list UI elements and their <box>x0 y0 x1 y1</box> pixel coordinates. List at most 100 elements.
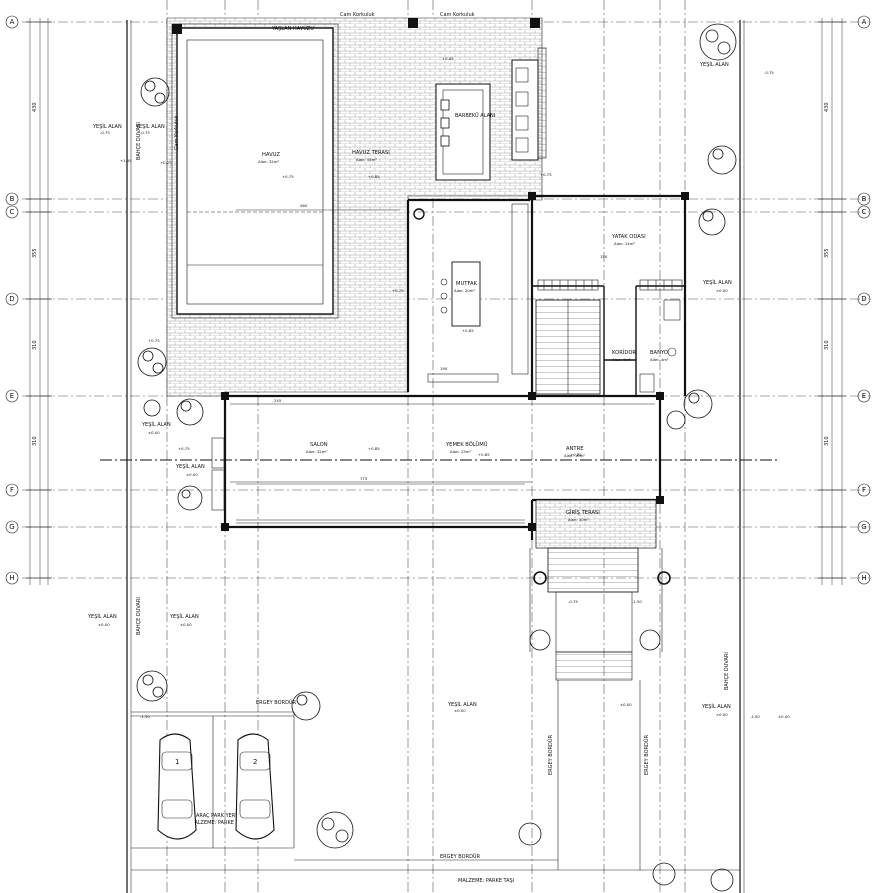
svg-text:BAHÇE DUVARI: BAHÇE DUVARI <box>136 122 142 160</box>
svg-text:+0.85: +0.85 <box>368 446 380 451</box>
svg-text:560: 560 <box>300 203 308 208</box>
svg-text:MUTFAK: MUTFAK <box>456 281 477 287</box>
svg-text:-0.75: -0.75 <box>568 599 578 604</box>
svg-text:YEŞİL ALAN: YEŞİL ALAN <box>699 61 729 68</box>
svg-text:+0.85: +0.85 <box>478 452 490 457</box>
svg-text:ERGEY BORDÜR: ERGEY BORDÜR <box>440 853 481 860</box>
pool <box>176 27 334 315</box>
svg-text:HAVUZ: HAVUZ <box>262 152 280 158</box>
svg-text:B: B <box>862 195 867 203</box>
svg-text:±0.00: ±0.00 <box>148 430 160 435</box>
svg-text:Cam Korkuluk: Cam Korkuluk <box>340 12 375 18</box>
svg-text:ARAÇ PARK YERİ: ARAÇ PARK YERİ <box>196 812 237 819</box>
svg-text:Alan: 14m²: Alan: 14m² <box>614 241 635 246</box>
svg-text:Alan: 20m²: Alan: 20m² <box>454 288 475 293</box>
svg-text:190: 190 <box>440 366 448 371</box>
kitchen-furniture <box>427 203 529 383</box>
svg-text:1: 1 <box>175 758 179 766</box>
svg-text:Alan: 32m²: Alan: 32m² <box>306 449 327 454</box>
svg-text:+0.25: +0.25 <box>160 160 172 165</box>
svg-text:Cam Korkuluk: Cam Korkuluk <box>174 115 180 150</box>
svg-text:ANTRE: ANTRE <box>566 446 583 452</box>
svg-text:±0.00: ±0.00 <box>716 288 728 293</box>
svg-text:±0.00: ±0.00 <box>98 622 110 627</box>
svg-text:Alan: 10m²: Alan: 10m² <box>568 517 589 522</box>
svg-text:Alan: 10m²: Alan: 10m² <box>564 453 585 458</box>
svg-text:D: D <box>861 295 866 303</box>
svg-text:BARBEKÜ ALANI: BARBEKÜ ALANI <box>455 112 495 119</box>
svg-text:YEŞİL ALAN: YEŞİL ALAN <box>702 279 732 286</box>
svg-text:YEŞİL ALAN: YEŞİL ALAN <box>447 701 477 708</box>
svg-text:YEMEK BÖLÜMÜ: YEMEK BÖLÜMÜ <box>445 441 488 448</box>
svg-text:KORİDOR: KORİDOR <box>612 349 636 356</box>
svg-text:BAHÇE DUVARI: BAHÇE DUVARI <box>136 597 142 635</box>
svg-text:GİRİŞ TERASI: GİRİŞ TERASI <box>566 509 600 516</box>
svg-text:-0.75: -0.75 <box>100 130 110 135</box>
svg-text:430: 430 <box>824 102 830 112</box>
svg-text:YEŞİL ALAN: YEŞİL ALAN <box>92 123 122 130</box>
svg-text:Alan: 55m²: Alan: 55m² <box>356 157 377 162</box>
svg-text:310: 310 <box>824 436 830 446</box>
svg-text:Alan: 4m²: Alan: 4m² <box>650 357 669 362</box>
svg-text:YEŞİL ALAN: YEŞİL ALAN <box>141 421 171 428</box>
car-2: 2 <box>235 733 275 840</box>
svg-text:245: 245 <box>274 398 282 403</box>
svg-text:A: A <box>10 18 15 26</box>
interior-stairs <box>535 279 683 395</box>
svg-text:355: 355 <box>32 248 38 258</box>
bathroom-fixtures <box>211 299 681 511</box>
svg-text:775: 775 <box>360 476 368 481</box>
svg-text:ERGEY BORDÜR: ERGEY BORDÜR <box>256 699 297 706</box>
svg-text:YEŞİL ALAN: YEŞİL ALAN <box>87 613 117 620</box>
svg-text:H: H <box>9 574 14 582</box>
svg-text:BAHÇE DUVARI: BAHÇE DUVARI <box>724 652 730 690</box>
site-boundary: BAHÇE DUVARI BAHÇE DUVARI BAHÇE DUVARI <box>126 20 745 893</box>
svg-text:YEŞİL ALAN: YEŞİL ALAN <box>135 123 165 130</box>
svg-text:+0.85: +0.85 <box>368 174 380 179</box>
svg-text:Alan: 4m²: Alan: 4m² <box>612 357 631 362</box>
svg-text:-1.50: -1.50 <box>632 599 642 604</box>
svg-text:Alan: 32m²: Alan: 32m² <box>258 159 279 164</box>
svg-text:-0.75: -0.75 <box>764 70 774 75</box>
svg-text:A: A <box>862 18 867 26</box>
svg-text:+0.75: +0.75 <box>178 446 190 451</box>
svg-text:-1.50: -1.50 <box>750 714 760 719</box>
svg-text:+1.95: +1.95 <box>120 158 132 163</box>
svg-text:B: B <box>10 195 15 203</box>
svg-text:430: 430 <box>32 102 38 112</box>
house-walls <box>221 192 689 540</box>
svg-text:G: G <box>861 523 866 531</box>
svg-text:MALZEME: PARKE TAŞI: MALZEME: PARKE TAŞI <box>458 878 514 884</box>
svg-text:+0.45: +0.45 <box>442 56 454 61</box>
svg-text:355: 355 <box>824 248 830 258</box>
parking-area: ERGEY BORDÜR ERGEY BORDÜR ERGEY BORDÜR E… <box>131 680 740 884</box>
green-area-labels: YEŞİL ALAN YEŞİL ALAN YEŞİL ALAN YEŞİL A… <box>87 61 732 710</box>
svg-text:310: 310 <box>32 340 38 350</box>
svg-text:C: C <box>10 208 15 216</box>
svg-text:MALZEME: PARKE TAŞI: MALZEME: PARKE TAŞI <box>190 820 246 826</box>
svg-text:310: 310 <box>32 436 38 446</box>
svg-text:2: 2 <box>253 758 257 766</box>
svg-text:E: E <box>862 392 866 400</box>
landscape-trees <box>136 23 737 892</box>
entrance-stairs <box>529 499 671 681</box>
svg-text:H: H <box>861 574 866 582</box>
svg-text:150: 150 <box>600 254 608 259</box>
svg-text:YATAK ODASI: YATAK ODASI <box>611 234 646 240</box>
svg-text:+0.85: +0.85 <box>462 328 474 333</box>
svg-text:+0.75: +0.75 <box>282 174 294 179</box>
car-1: 1 <box>157 733 197 840</box>
svg-text:G: G <box>9 523 14 531</box>
axis-labels-right: A B C D E F G H <box>857 15 871 585</box>
svg-text:Cam Korkuluk: Cam Korkuluk <box>440 12 475 18</box>
svg-text:ERGEY BORDÜR: ERGEY BORDÜR <box>547 734 554 775</box>
svg-text:ERGEY BORDÜR: ERGEY BORDÜR <box>643 734 650 775</box>
level-marks: -0.75 -0.75 +1.95 +0.25 +0.75 +0.85 -0.7… <box>98 56 790 719</box>
svg-text:YEŞİL ALAN: YEŞİL ALAN <box>175 463 205 470</box>
svg-text:310: 310 <box>824 340 830 350</box>
svg-text:+0.75: +0.75 <box>148 338 160 343</box>
svg-text:F: F <box>10 486 14 494</box>
interior-dimensions: 775 560 245 190 150 <box>236 203 608 485</box>
svg-text:BANYO: BANYO <box>650 350 668 356</box>
